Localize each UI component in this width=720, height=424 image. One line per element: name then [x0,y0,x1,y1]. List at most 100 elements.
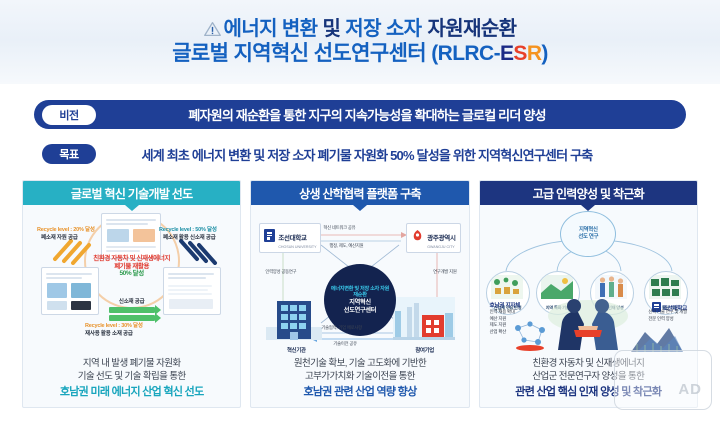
vision-badge: 비전 [42,104,96,125]
right-side-title: 조선대학교 [662,306,688,312]
left-side-title: 호남권 지자체 [489,303,521,309]
panel-global-innovation: 글로벌 혁신 기술개발 선도 [22,180,242,408]
core-white-line-2: 선도연구센터 [343,306,377,314]
hierarchy-bubble-1-caption: 산업체 수요 반영 [493,304,522,310]
panel-3-notch-icon [581,205,596,211]
green-arrow-2-icon [108,313,161,323]
edge-label-4: 인력양성 공동연구 [265,269,297,274]
right-item-2: 전문 인력 양성 [648,315,674,321]
node-chosun-sub: CHOSUN UNIVERSITY [278,245,317,249]
title-part-1: 에너지 변환 [223,17,319,40]
goal-badge: 목표 [42,144,96,164]
goal-row: 목표 세계 최초 에너지 변환 및 저장 소자 폐기물 자원화 50% 달성을 … [34,140,686,168]
node-gwangju-label: 광주광역시 [427,235,456,242]
bubble-4-image-icon [648,275,681,299]
right-item-1: 산학 기술 연구 및 개발 [648,309,687,314]
recycle-sublabel-2: 폐소재 활용 신소재 공급 [163,235,216,241]
edge-label-6: 연구개발 지원 [433,269,457,274]
core-white-line-1: 지역혁신 [349,298,371,306]
node-innovation-institute: 혁신기관 [265,297,327,354]
hierarchy-bubble-4-caption: 기술 확산 기반 [653,304,678,310]
recycle-arrow-group: 신소재 공급 [108,297,161,323]
panel-1-header: 글로벌 혁신 기술개발 선도 [23,181,241,211]
title-letter-r: R [526,41,542,65]
edge-label-3: 기술이전 공유 [333,341,357,346]
edge-label-2: 행정, 제도, 예산지원 [329,243,364,248]
panel-2-foot-line-2: 고부가가치화 기술이전을 통한 [305,370,416,382]
title-line2-suffix: ) [541,41,548,65]
left-side-items: 인력 채용 확대 예산 지원 제도 지원 산업 확산 [490,309,515,335]
panel-1-diagram: Recycle level : 20% 달성 폐소재 자원 공급 Recycle… [23,205,240,356]
left-item-3: 제도 지원 [489,322,507,328]
recycle-label-1: Recycle level : 20% 달성 [37,227,95,233]
panel-3-header-label: 고급 인력양성 및 착근화 [532,186,645,201]
panel-2-header: 상생 산학협력 플랫폼 구축 [251,181,469,211]
goal-text: 세계 최초 에너지 변환 및 저장 소자 폐기물 자원화 50% 달성을 위한 … [141,147,594,163]
vision-text: 폐자원의 재순환을 통한 지구의 지속가능성을 확대하는 글로컬 리더 양성 [188,108,546,123]
hierarchy-top-bubble: 지역혁신 선도 연구 [560,211,617,257]
top-bubble-line-1: 지역혁신 [578,226,598,233]
panel-1-foot-line-2: 기술 선도 및 기술 확립을 통한 [77,370,186,382]
panel-1-notch-icon [124,205,139,211]
network-core-circle: 에너지변환 및 저장 소자 자원재순환 지역혁신 선도연구센터 [323,264,396,336]
right-side-header: 조선대학교 [651,299,688,317]
gwangju-logo-icon [411,229,424,247]
green-arrow-1-icon [108,305,161,315]
diagram-card-left [41,267,99,315]
bubble-2-image-icon [540,275,573,299]
chosun-logo-icon [264,229,276,247]
panel-2-footer: 원천기술 확보, 기술 고도화에 기반한 고부가가치화 기술이전을 통한 호남권… [251,356,468,407]
right-side-items: 산학 기술 연구 및 개발 전문 인력 양성 [648,309,687,322]
center-red-line-2: 폐기물 재활용 [114,262,150,270]
title-part-3: 저장 소자 [345,17,422,40]
arrow-group-label: 신소재 공급 [118,299,145,305]
edge-label-1: 혁신 네트워크 공유 [323,225,356,230]
panel-talent-development: 고급 인력양성 및 착근화 지역혁신 선도 연구 [478,180,698,408]
left-item-1: 인력 채용 확대 [489,309,515,314]
title-letter-e: E [499,41,514,65]
top-bubble-line-2: 선도 연구 [578,234,599,240]
panel-3-diagram: 지역혁신 선도 연구 산업체 수요 반영 [480,205,697,356]
recycle-sublabel-3: 재사용 활용 소재 공급 [85,331,133,337]
hierarchy-bubble-4: 기술 확산 기반 [643,271,688,315]
hierarchy-bubble-1: 산업체 수요 반영 [485,271,530,315]
recycle-sublabel-1: 폐소재 자원 공급 [41,235,78,241]
panel-2-header-label: 상생 산학협력 플랫폼 구축 [299,186,421,201]
panel-row: 글로벌 혁신 기술개발 선도 [22,180,698,408]
recycle-label-2: Recycle level : 50% 달성 [159,227,217,233]
node-chosun-university: 조선대학교 CHOSUN UNIVERSITY [259,223,322,253]
panel-2-diagram: 조선대학교 CHOSUN UNIVERSITY 광주광역시 GWANGJU CI… [251,205,468,356]
left-item-2: 예산 지원 [489,315,507,321]
warning-triangle-icon [203,21,221,37]
chosun-small-logo-icon [651,299,661,317]
panel-2-foot-highlight: 호남권 관련 산업 역량 향상 [303,386,417,399]
title-line2-prefix: 글로벌 지역혁신 선도연구센터 (RLRC- [172,41,500,65]
panel-2-notch-icon [352,205,367,211]
panel-3-header: 고급 인력양성 및 착근화 [479,181,697,211]
arrow-band-upper-left-icon [53,239,91,265]
title-letter-s: S [513,41,527,65]
node-gwangju-city: 광주광역시 GWANGJU CITY [406,223,461,253]
title-part-2: 및 [322,17,341,40]
node-gwangju-sub: GWANGJU CITY [427,245,455,249]
title-line-1: 에너지 변환 및 저장 소자 자원재순환 [203,17,517,40]
panel-3-foot-line-2: 산업군 전문연구자 양성을 통한 [532,370,645,382]
vision-row: 비전 폐자원의 재순환을 통한 지구의 지속가능성을 확대하는 글로컬 리더 양… [34,100,686,129]
panel-2-foot-line-1: 원천기술 확보, 기술 고도화에 기반한 [293,357,427,369]
panel-industry-academia: 상생 산학협력 플랫폼 구축 [250,180,470,408]
diagram-card-top [101,213,161,259]
panel-3-foot-highlight: 관련 산업 핵심 인재 양성 및 착근화 [515,386,662,399]
title-part-4: 자원재순환 [427,17,517,40]
molecule-icon [514,321,545,351]
node-innovation-label: 혁신기관 [287,348,306,354]
node-participating-company: 참여기업 [392,297,457,354]
core-accent-line: 에너지변환 및 저장 소자 자원재순환 [330,285,390,299]
panel-1-foot-highlight: 호남권 미래 에너지 산업 혁신 선도 [59,386,204,399]
handshake-icon [548,298,629,350]
panel-3-foot-line-1: 친환경 자동차 및 신재생에너지 [532,357,645,369]
recycle-center-text: 친환경 자동차 및 신재생에너지 폐기물 재활용 50% 달성 [93,255,170,278]
arrow-band-upper-right-icon [179,239,217,265]
node-company-label: 참여기업 [415,348,434,354]
panel-1-header-label: 글로벌 혁신 기술개발 선도 [70,186,193,201]
